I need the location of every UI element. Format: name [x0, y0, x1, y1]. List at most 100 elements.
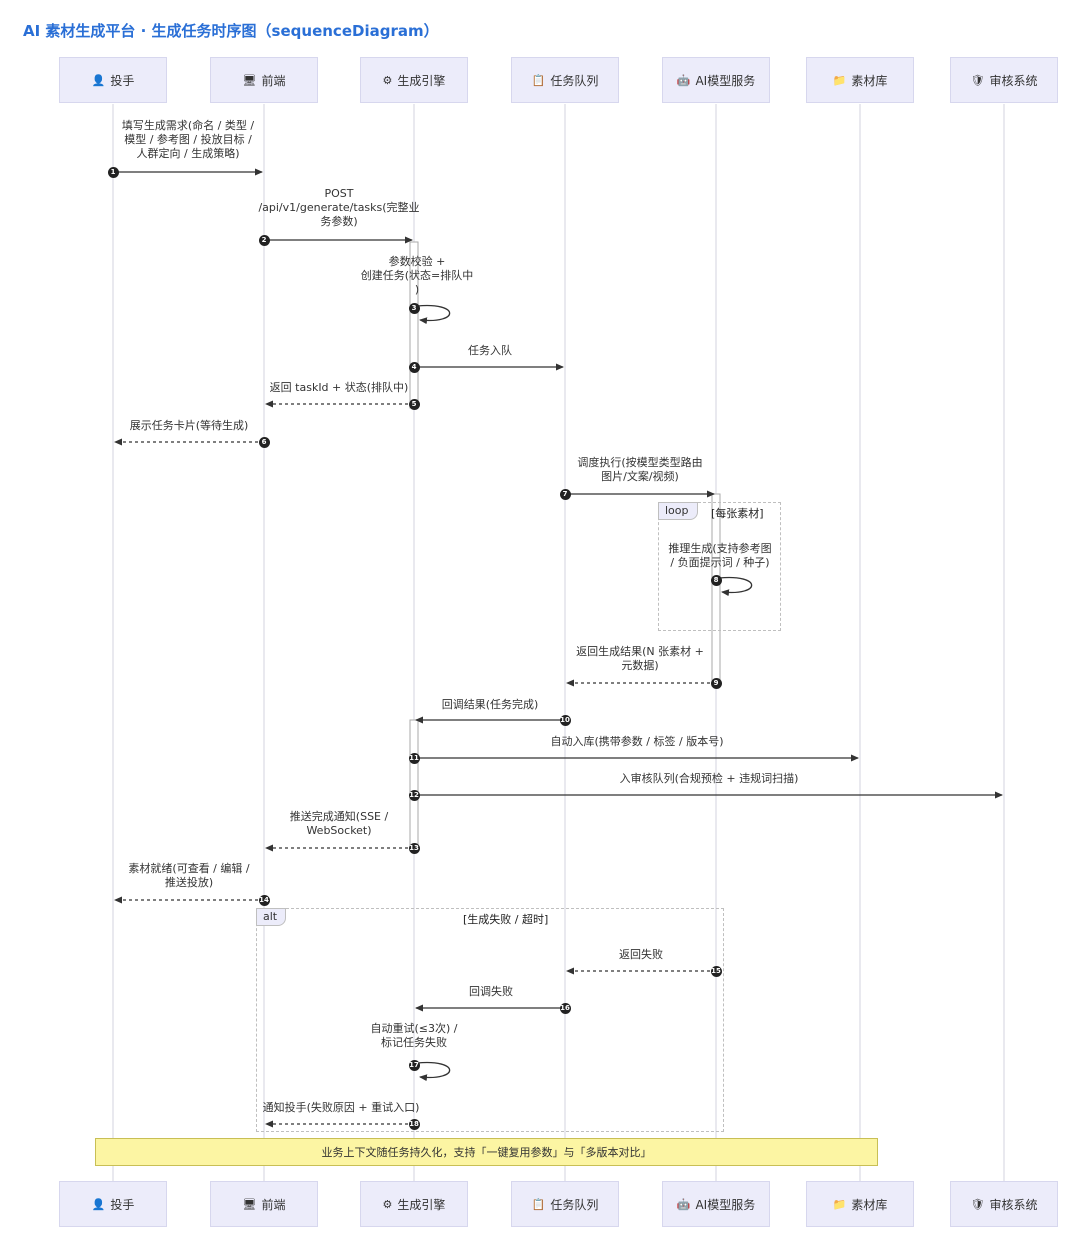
- shield-icon: 🛡: [970, 73, 985, 87]
- message-label-line: 入审核队列(合规预检 + 违规词扫描): [619, 772, 799, 785]
- sequence-number: 7: [559, 488, 571, 500]
- message-label-line: 填写生成需求(命名 / 类型 /: [121, 119, 255, 132]
- participant-label: 生成引擎: [397, 73, 446, 88]
- participant-top-7: 🛡 审核系统: [950, 57, 1058, 103]
- message-label-line: 人群定向 / 生成策略): [136, 147, 240, 160]
- message-label: 任务入队: [468, 344, 512, 358]
- message-label-line: 调度执行(按模型类型路由: [577, 456, 703, 469]
- sequence-number: 3: [408, 302, 420, 314]
- person-icon: 👤: [91, 73, 106, 87]
- message-label-line: 返回生成结果(N 张素材 +: [576, 645, 704, 658]
- loop-frame-condition: [每张素材]: [711, 507, 764, 520]
- sequence-number: 16: [559, 1002, 571, 1014]
- message-label-line: 务参数): [320, 215, 358, 228]
- message-label-line: /api/v1/generate/tasks(完整业: [258, 201, 420, 214]
- sequence-number: 15: [710, 965, 722, 977]
- message-label-line: 自动重试(≤3次) /: [370, 1022, 458, 1035]
- loop-frame: loop [每张素材]: [658, 502, 781, 631]
- participant-top-4: 📋 任务队列: [511, 57, 619, 103]
- monitor-icon: 🖥: [242, 73, 257, 87]
- participant-label: 审核系统: [989, 73, 1038, 88]
- message-label-line: 标记任务失败: [380, 1036, 447, 1049]
- clipboard-icon: 📋: [531, 73, 546, 87]
- loop-frame-tag: loop: [658, 502, 698, 520]
- participant-label: 投手: [110, 73, 135, 88]
- participant-bottom-6: 📁素材库: [806, 1181, 914, 1227]
- message-label: 自动重试(≤3次) /标记任务失败: [370, 1022, 457, 1050]
- message-label: 入审核队列(合规预检 + 违规词扫描): [620, 772, 799, 786]
- participant-label: 任务队列: [550, 1197, 599, 1212]
- sequence-number: 8: [710, 574, 722, 586]
- message-label: 回调结果(任务完成): [442, 698, 539, 712]
- sequence-number: 13: [408, 842, 420, 854]
- robot-icon: 🤖: [676, 1197, 691, 1211]
- message-label-line: 创建任务(状态=排队中: [360, 269, 474, 282]
- message-label-line: 推送投放): [164, 876, 214, 889]
- alt-frame-tag: alt: [256, 908, 287, 926]
- self-message-arrow: [718, 576, 753, 597]
- robot-icon: 🤖: [676, 73, 691, 87]
- participant-bottom-4: 📋任务队列: [511, 1181, 619, 1227]
- sequence-number: 2: [258, 234, 270, 246]
- message-label-line: 自动入库(携带参数 / 标签 / 版本号): [550, 735, 724, 748]
- message-label: 填写生成需求(命名 / 类型 /模型 / 参考图 / 投放目标 /人群定向 / …: [122, 119, 254, 161]
- message-label: 推送完成通知(SSE /WebSocket): [290, 810, 388, 838]
- shield-icon: 🛡: [970, 1197, 985, 1211]
- participant-label: 生成引擎: [397, 1197, 446, 1212]
- self-message-arrow: [416, 1061, 451, 1082]
- message-label-line: 图片/文案/视频): [601, 470, 679, 483]
- message-label-line: 推理生成(支持参考图: [668, 542, 772, 555]
- activation-bar: [409, 719, 419, 847]
- message-label-line: 元数据): [621, 659, 659, 672]
- sequence-number: 5: [408, 398, 420, 410]
- participant-label: 前端: [261, 73, 286, 88]
- participant-top-5: 🤖AI模型服务: [662, 57, 770, 103]
- message-label-line: 返回 taskId + 状态(排队中): [269, 381, 409, 394]
- participant-bottom-1: 👤 投手: [59, 1181, 167, 1227]
- message-label: 回调失败: [469, 985, 513, 999]
- message-label: 推理生成(支持参考图/ 负面提示词 / 种子): [668, 542, 771, 570]
- folder-icon: 📁: [832, 73, 847, 87]
- message-label-line: 素材就绪(可查看 / 编辑 /: [128, 862, 250, 875]
- message-label-line: POST: [324, 187, 354, 200]
- participant-bottom-2: 🖥前端: [210, 1181, 318, 1227]
- message-label-line: 模型 / 参考图 / 投放目标 /: [124, 133, 252, 146]
- message-label-line: 参数校验 +: [388, 255, 446, 268]
- message-label: 自动入库(携带参数 / 标签 / 版本号): [551, 735, 724, 749]
- message-label: 参数校验 +创建任务(状态=排队中): [361, 255, 474, 297]
- participant-label: 任务队列: [550, 73, 599, 88]
- alt-frame-condition: [生成失败 / 超时]: [463, 913, 549, 926]
- participant-label: AI模型服务: [695, 1197, 756, 1212]
- participant-label: 素材库: [851, 73, 888, 88]
- sequence-number: 17: [408, 1059, 420, 1071]
- message-label: 调度执行(按模型类型路由图片/文案/视频): [577, 456, 702, 484]
- message-label-line: 推送完成通知(SSE /: [289, 810, 389, 823]
- message-label-line: ): [414, 283, 420, 296]
- message-label-line: 展示任务卡片(等待生成): [129, 419, 249, 432]
- message-label: 返回 taskId + 状态(排队中): [270, 381, 409, 395]
- monitor-icon: 🖥: [242, 1197, 257, 1211]
- message-label-line: 回调失败: [469, 985, 513, 998]
- participant-label: 素材库: [851, 1197, 888, 1212]
- sequence-number: 12: [408, 789, 420, 801]
- sequence-number: 10: [559, 714, 571, 726]
- message-label-line: / 负面提示词 / 种子): [670, 556, 770, 569]
- sequence-number: 4: [408, 361, 420, 373]
- participant-bottom-5: 🤖 AI模型服务: [662, 1181, 770, 1227]
- message-label: 展示任务卡片(等待生成): [130, 419, 249, 433]
- participant-top-1: 👤 投手: [59, 57, 167, 103]
- participant-bottom-3: ⚙ 生成引擎: [360, 1181, 468, 1227]
- participant-bottom-7: 🛡审核系统: [950, 1181, 1058, 1227]
- note-box: 业务上下文随任务持久化，支持「一键复用参数」与「多版本对比」: [95, 1138, 878, 1166]
- message-label-line: 通知投手(失败原因 + 重试入口): [262, 1101, 420, 1114]
- participant-label: 投手: [110, 1197, 135, 1212]
- sequence-number: 18: [408, 1118, 420, 1130]
- alt-frame: alt [生成失败 / 超时]: [256, 908, 724, 1132]
- diagram-title: AI 素材生成平台 · 生成任务时序图（sequenceDiagram）: [23, 22, 439, 40]
- message-label: 素材就绪(可查看 / 编辑 /推送投放): [128, 862, 249, 890]
- message-label: POST/api/v1/generate/tasks(完整业务参数): [258, 187, 419, 229]
- self-message-arrow: [416, 304, 451, 325]
- person-icon: 👤: [91, 1197, 106, 1211]
- gear-icon: ⚙: [382, 1197, 393, 1211]
